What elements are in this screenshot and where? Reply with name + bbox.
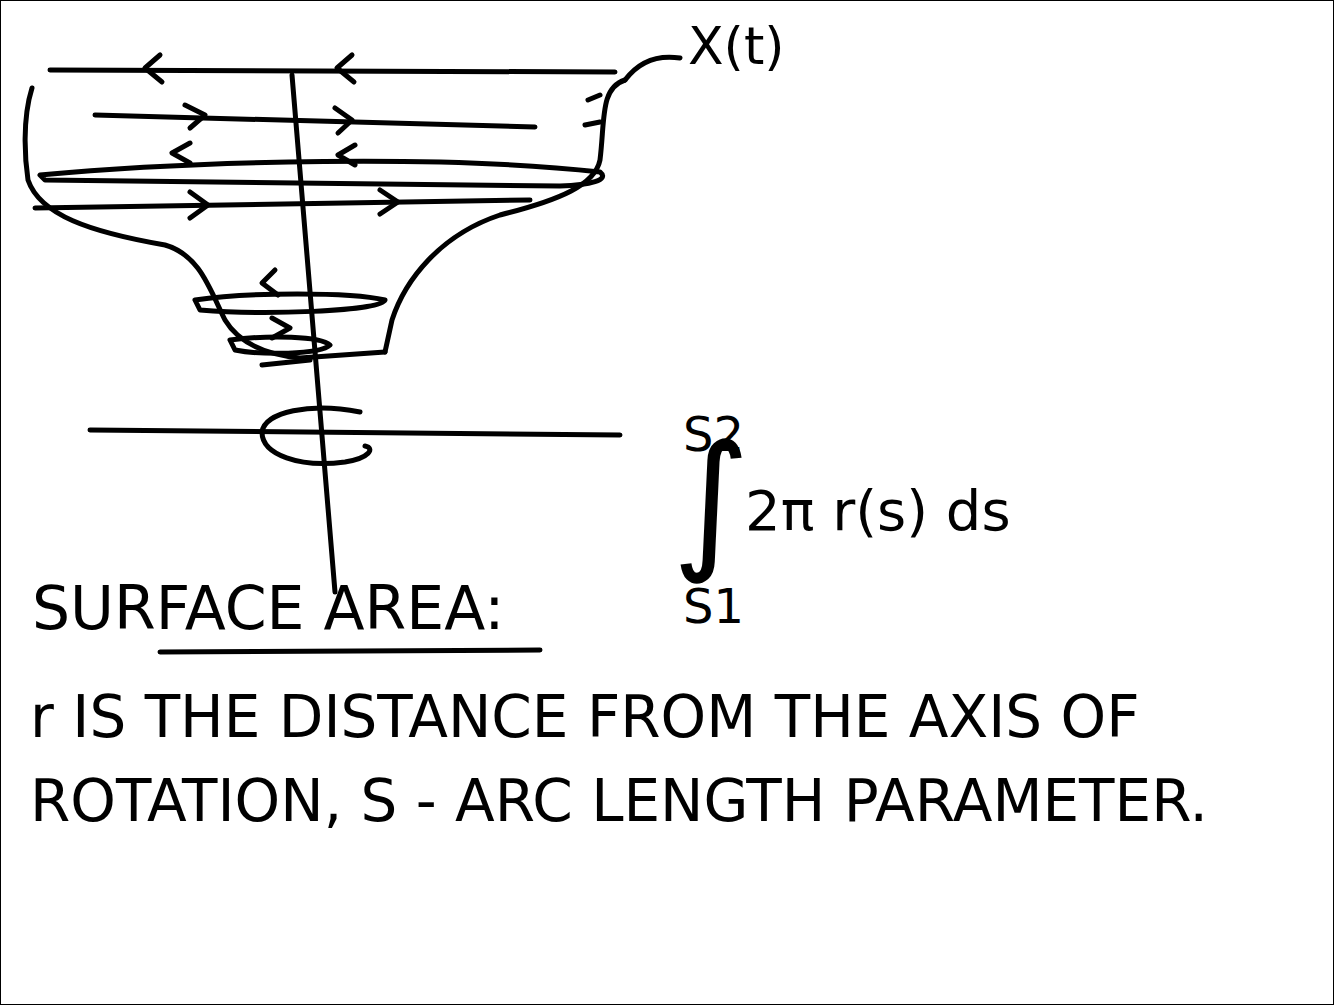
- ring-line: [262, 360, 310, 365]
- rotation-axis: [292, 75, 335, 592]
- explanatory-note: r IS THE DISTANCE FROM THE AXIS OF ROTAT…: [30, 675, 1310, 843]
- ring-line: [35, 200, 530, 208]
- ring-line: [585, 122, 600, 125]
- integrand: 2π r(s) ds: [745, 480, 1011, 542]
- leader-line: [588, 95, 600, 100]
- direction-arrow: [337, 55, 354, 82]
- curve-label: X(t): [688, 18, 785, 75]
- direction-arrow: [338, 145, 355, 165]
- direction-arrow: [172, 143, 190, 163]
- ring-line: [230, 337, 330, 353]
- section-heading: SURFACE AREA:: [32, 575, 504, 641]
- underline: [160, 650, 540, 652]
- slice-line: [90, 430, 620, 435]
- direction-arrow: [145, 55, 162, 82]
- direction-arrow: [185, 105, 205, 128]
- direction-arrow: [335, 108, 352, 133]
- direction-arrow: [380, 190, 398, 214]
- surface-outline: [385, 80, 625, 352]
- surface-outline: [25, 88, 385, 358]
- rim-line: [50, 70, 615, 72]
- direction-arrow: [190, 192, 208, 218]
- rotation-circle: [262, 408, 370, 463]
- ring-line: [95, 115, 535, 127]
- direction-arrow: [262, 270, 278, 295]
- ring-line: [195, 294, 385, 312]
- lower-limit: S1: [683, 580, 744, 633]
- integral-sign: ∫: [672, 425, 750, 575]
- leader-line: [625, 57, 680, 80]
- ring-line: [40, 161, 603, 186]
